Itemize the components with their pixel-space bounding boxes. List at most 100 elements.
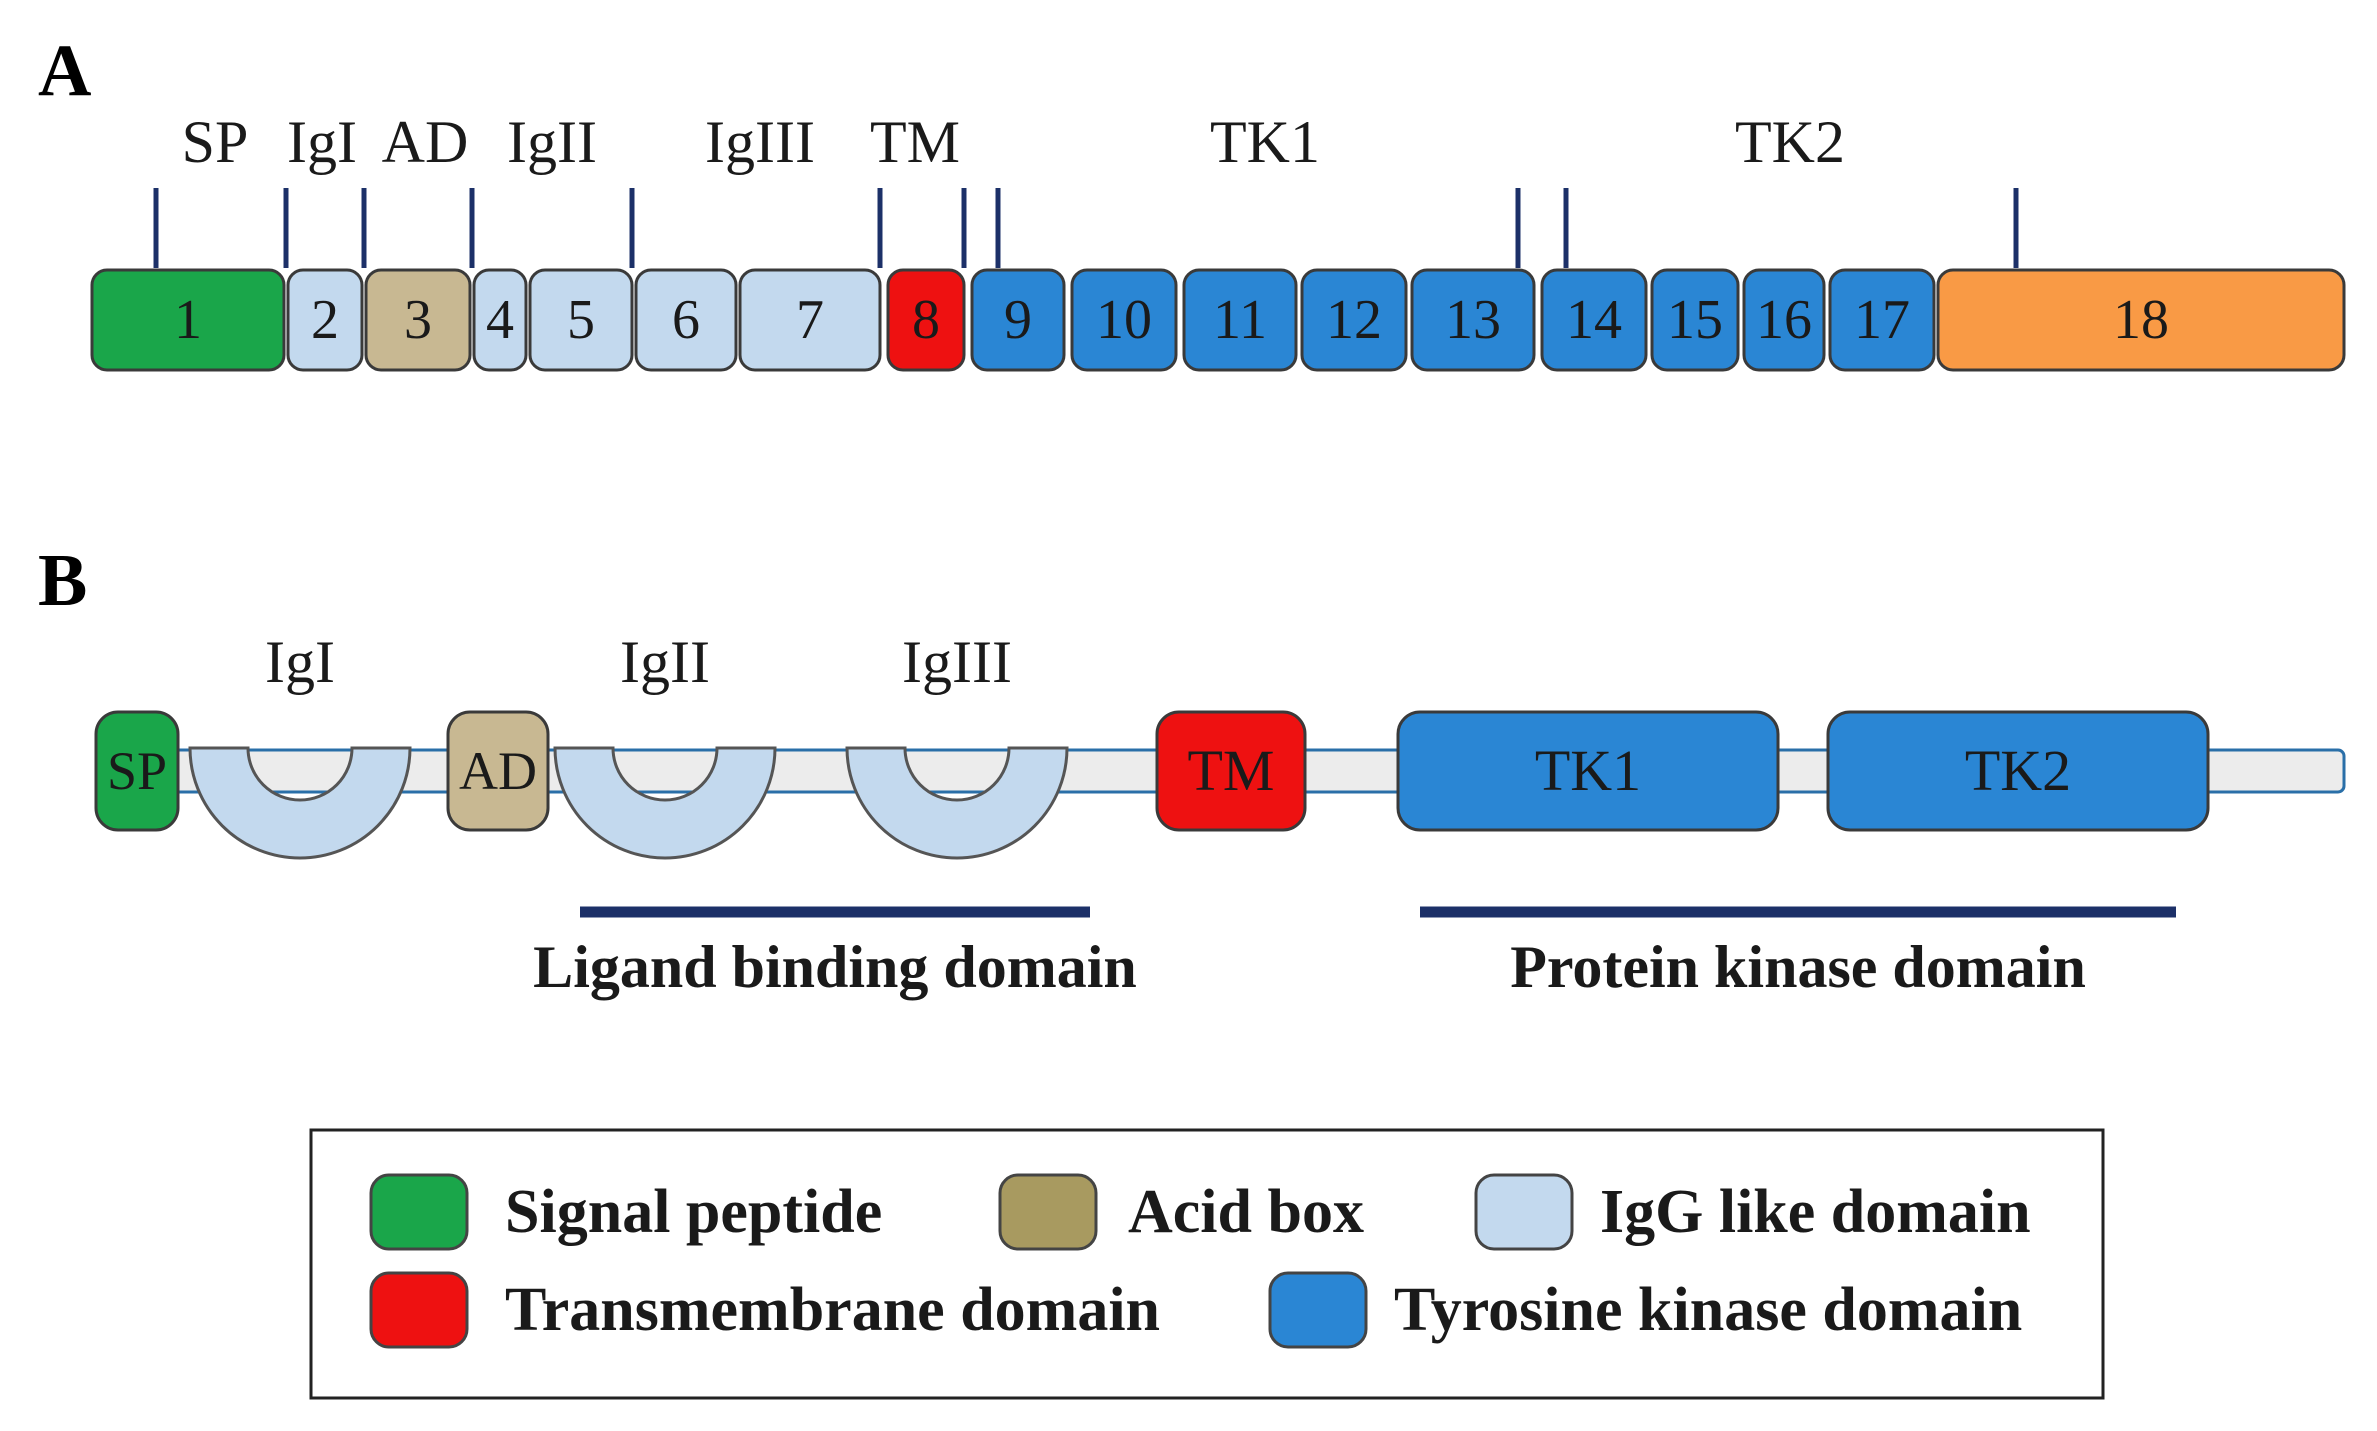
exon-2: 2: [286, 268, 364, 372]
ig-domain-igii: [553, 746, 777, 860]
exon-box: [1182, 268, 1298, 372]
exon-9: 9: [970, 268, 1066, 372]
legend-label-igg-like-domain: IgG like domain: [1600, 1178, 2031, 1246]
panel-a-label: A: [38, 30, 91, 112]
legend: Signal peptide Acid box IgG like domainTra…: [369, 1173, 2031, 1349]
exon-number: 9: [1004, 289, 1032, 351]
exon-number: 1: [174, 289, 202, 351]
exon-box: [1070, 268, 1178, 372]
exon-18: 18: [1936, 268, 2346, 372]
exon-16: 16: [1742, 268, 1826, 372]
exon-box: [364, 268, 472, 372]
exon-box: [738, 268, 882, 372]
exon-box: [1540, 268, 1648, 372]
domain-label-igii: IgII: [507, 109, 597, 175]
ad-box: [446, 710, 550, 832]
tk2-box-label: TK2: [1965, 738, 2071, 803]
exon-1: 1: [90, 268, 286, 372]
legend-label-signal-peptide: Signal peptide: [505, 1178, 882, 1246]
panel-b-label: B: [38, 540, 87, 622]
exon-box: [634, 268, 738, 372]
exon-number: 18: [2113, 289, 2169, 351]
panel-a-domain-labels: SP IgI AD IgII IgIII TM TK1 TK2: [182, 109, 1845, 175]
exon-7: 7: [738, 268, 882, 372]
exon-number: 16: [1756, 289, 1812, 351]
exon-8: 8: [886, 268, 966, 372]
domain-label-ad: AD: [382, 109, 469, 175]
exon-number: 14: [1566, 289, 1622, 351]
ad-box-label: AD: [459, 741, 537, 801]
exon-number: 13: [1445, 289, 1501, 351]
exon-6: 6: [634, 268, 738, 372]
exon-box: [472, 268, 528, 372]
exon-number: 3: [404, 289, 432, 351]
exon-13: 13: [1410, 268, 1536, 372]
ig-domain-igi: [188, 746, 412, 860]
exon-box: [1936, 268, 2346, 372]
exon-10: 10: [1070, 268, 1178, 372]
tk2-box: [1826, 710, 2210, 832]
legend-label-tyrosine-kinase-domain: Tyrosine kinase domain: [1394, 1276, 2022, 1344]
legend-swatch-tyrosine-kinase-domain: [1268, 1271, 1368, 1349]
exon-number: 8: [912, 289, 940, 351]
tm-box: [1155, 710, 1307, 832]
exon-number: 2: [311, 289, 339, 351]
exon-box: [528, 268, 634, 372]
exon-11: 11: [1182, 268, 1298, 372]
legend-frame: [309, 1128, 2105, 1400]
panel-b-domain-bars: Ligand binding domain Protein kinase doma…: [533, 906, 2176, 1000]
legend-label-transmembrane-domain: Transmembrane domain: [505, 1276, 1160, 1344]
domain-label-tm: TM: [870, 109, 960, 175]
exon-box: [286, 268, 364, 372]
exon-number: 5: [567, 289, 595, 351]
exon-number: 11: [1213, 289, 1267, 351]
sp-box: [94, 710, 180, 832]
exon-3: 3: [364, 268, 472, 372]
exon-number: 4: [486, 289, 514, 351]
legend-swatch-signal-peptide: [369, 1173, 469, 1251]
sp-box-label: SP: [107, 741, 167, 801]
tk1-box-label: TK1: [1535, 738, 1641, 803]
domain-label-tk2: TK2: [1735, 109, 1845, 175]
legend-swatch-transmembrane-domain: [369, 1271, 469, 1349]
domain-label-igiii: IgIII: [705, 109, 815, 175]
panel-b-protein-schematic: IgI IgII IgIII SP AD TM TK1 TK2: [94, 629, 2346, 860]
exon-box: [1300, 268, 1408, 372]
exon-12: 12: [1300, 268, 1408, 372]
tk1-box: [1396, 710, 1780, 832]
exon-number: 10: [1096, 289, 1152, 351]
exon-number: 15: [1667, 289, 1723, 351]
exon-box: [1650, 268, 1740, 372]
domain-bar-label-ligand-binding: Ligand binding domain: [533, 934, 1137, 1000]
domain-bar-label-protein-kinase: Protein kinase domain: [1510, 934, 2086, 1000]
exon-number: 12: [1326, 289, 1382, 351]
tm-box-label: TM: [1188, 738, 1275, 803]
ig-label-igi: IgI: [265, 629, 335, 695]
exon-box: [1828, 268, 1936, 372]
exon-5: 5: [528, 268, 634, 372]
exon-box: [970, 268, 1066, 372]
exon-number: 6: [672, 289, 700, 351]
ig-label-igii: IgII: [620, 629, 710, 695]
exon-number: 17: [1854, 289, 1910, 351]
panel-a-boundary-ticks: [153, 188, 2019, 268]
legend-label-acid-box: Acid box: [1128, 1178, 1364, 1246]
exon-14: 14: [1540, 268, 1648, 372]
legend-swatch-acid-box: [998, 1173, 1098, 1251]
domain-label-igi: IgI: [287, 109, 357, 175]
domain-label-sp: SP: [182, 109, 249, 175]
ig-domain-igiii: [845, 746, 1069, 860]
exon-box: [1742, 268, 1826, 372]
exon-box: [1410, 268, 1536, 372]
exon-4: 4: [472, 268, 528, 372]
exon-15: 15: [1650, 268, 1740, 372]
legend-swatch-igg-like-domain: [1474, 1173, 1574, 1251]
ig-label-igiii: IgIII: [902, 629, 1012, 695]
exon-box: [886, 268, 966, 372]
exon-17: 17: [1828, 268, 1936, 372]
exon-box: [90, 268, 286, 372]
exon-number: 7: [796, 289, 824, 351]
domain-label-tk1: TK1: [1210, 109, 1320, 175]
